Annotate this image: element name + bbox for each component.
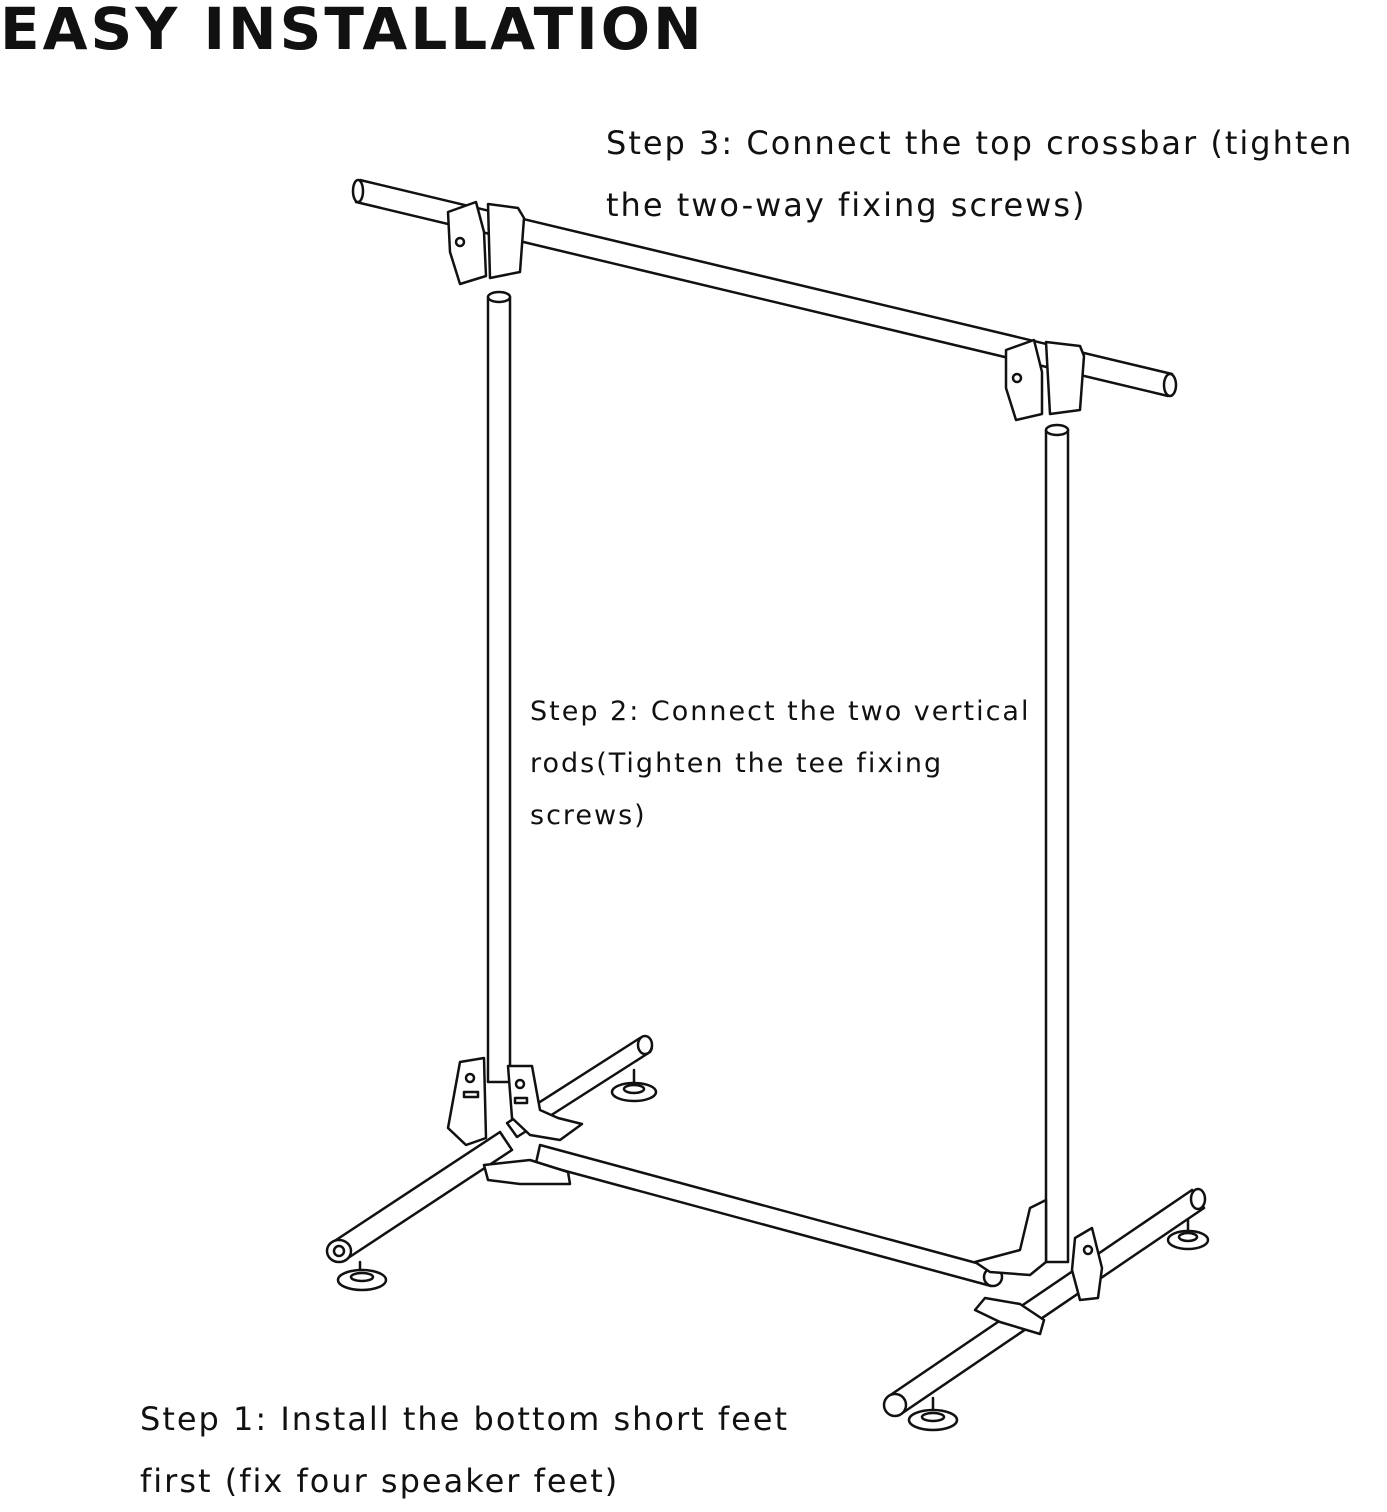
- step-1-instruction: Step 1: Install the bottom short feet fi…: [140, 1388, 789, 1512]
- left-vertical-rod: [486, 290, 512, 1084]
- step-1-line-1: Step 1: Install the bottom short feet: [140, 1400, 790, 1438]
- left-tee-fitting: [446, 1056, 584, 1186]
- bottom-crossbar: [534, 1143, 1004, 1288]
- step-3-instruction: Step 3: Connect the top crossbar (tighte…: [606, 112, 1353, 236]
- top-crossbar: [351, 178, 1178, 398]
- speaker-foot-back-left: [610, 1068, 658, 1103]
- step-1-line-2: first (fix four speaker feet): [140, 1462, 620, 1500]
- page-title: EASY INSTALLATION: [0, 0, 705, 63]
- speaker-foot-front-left: [336, 1260, 388, 1292]
- step-2-instruction: Step 2: Connect the two vertical rods(Ti…: [530, 686, 1030, 842]
- right-top-clamp: [1004, 338, 1086, 422]
- front-left-foot-bar: [325, 1130, 514, 1264]
- speaker-foot-back-right: [1166, 1218, 1210, 1251]
- step-2-line-3: screws): [530, 800, 647, 831]
- step-2-line-2: rods(Tighten the tee fixing: [530, 748, 944, 779]
- right-tee-fitting: [973, 1198, 1104, 1336]
- speaker-foot-front-right: [907, 1396, 959, 1432]
- step-3-line-1: Step 3: Connect the top crossbar (tighte…: [606, 124, 1354, 162]
- step-3-line-2: the two-way fixing screws): [606, 186, 1087, 224]
- step-2-line-1: Step 2: Connect the two vertical: [530, 696, 1031, 727]
- right-vertical-rod: [1044, 423, 1070, 1264]
- left-top-clamp: [446, 200, 526, 286]
